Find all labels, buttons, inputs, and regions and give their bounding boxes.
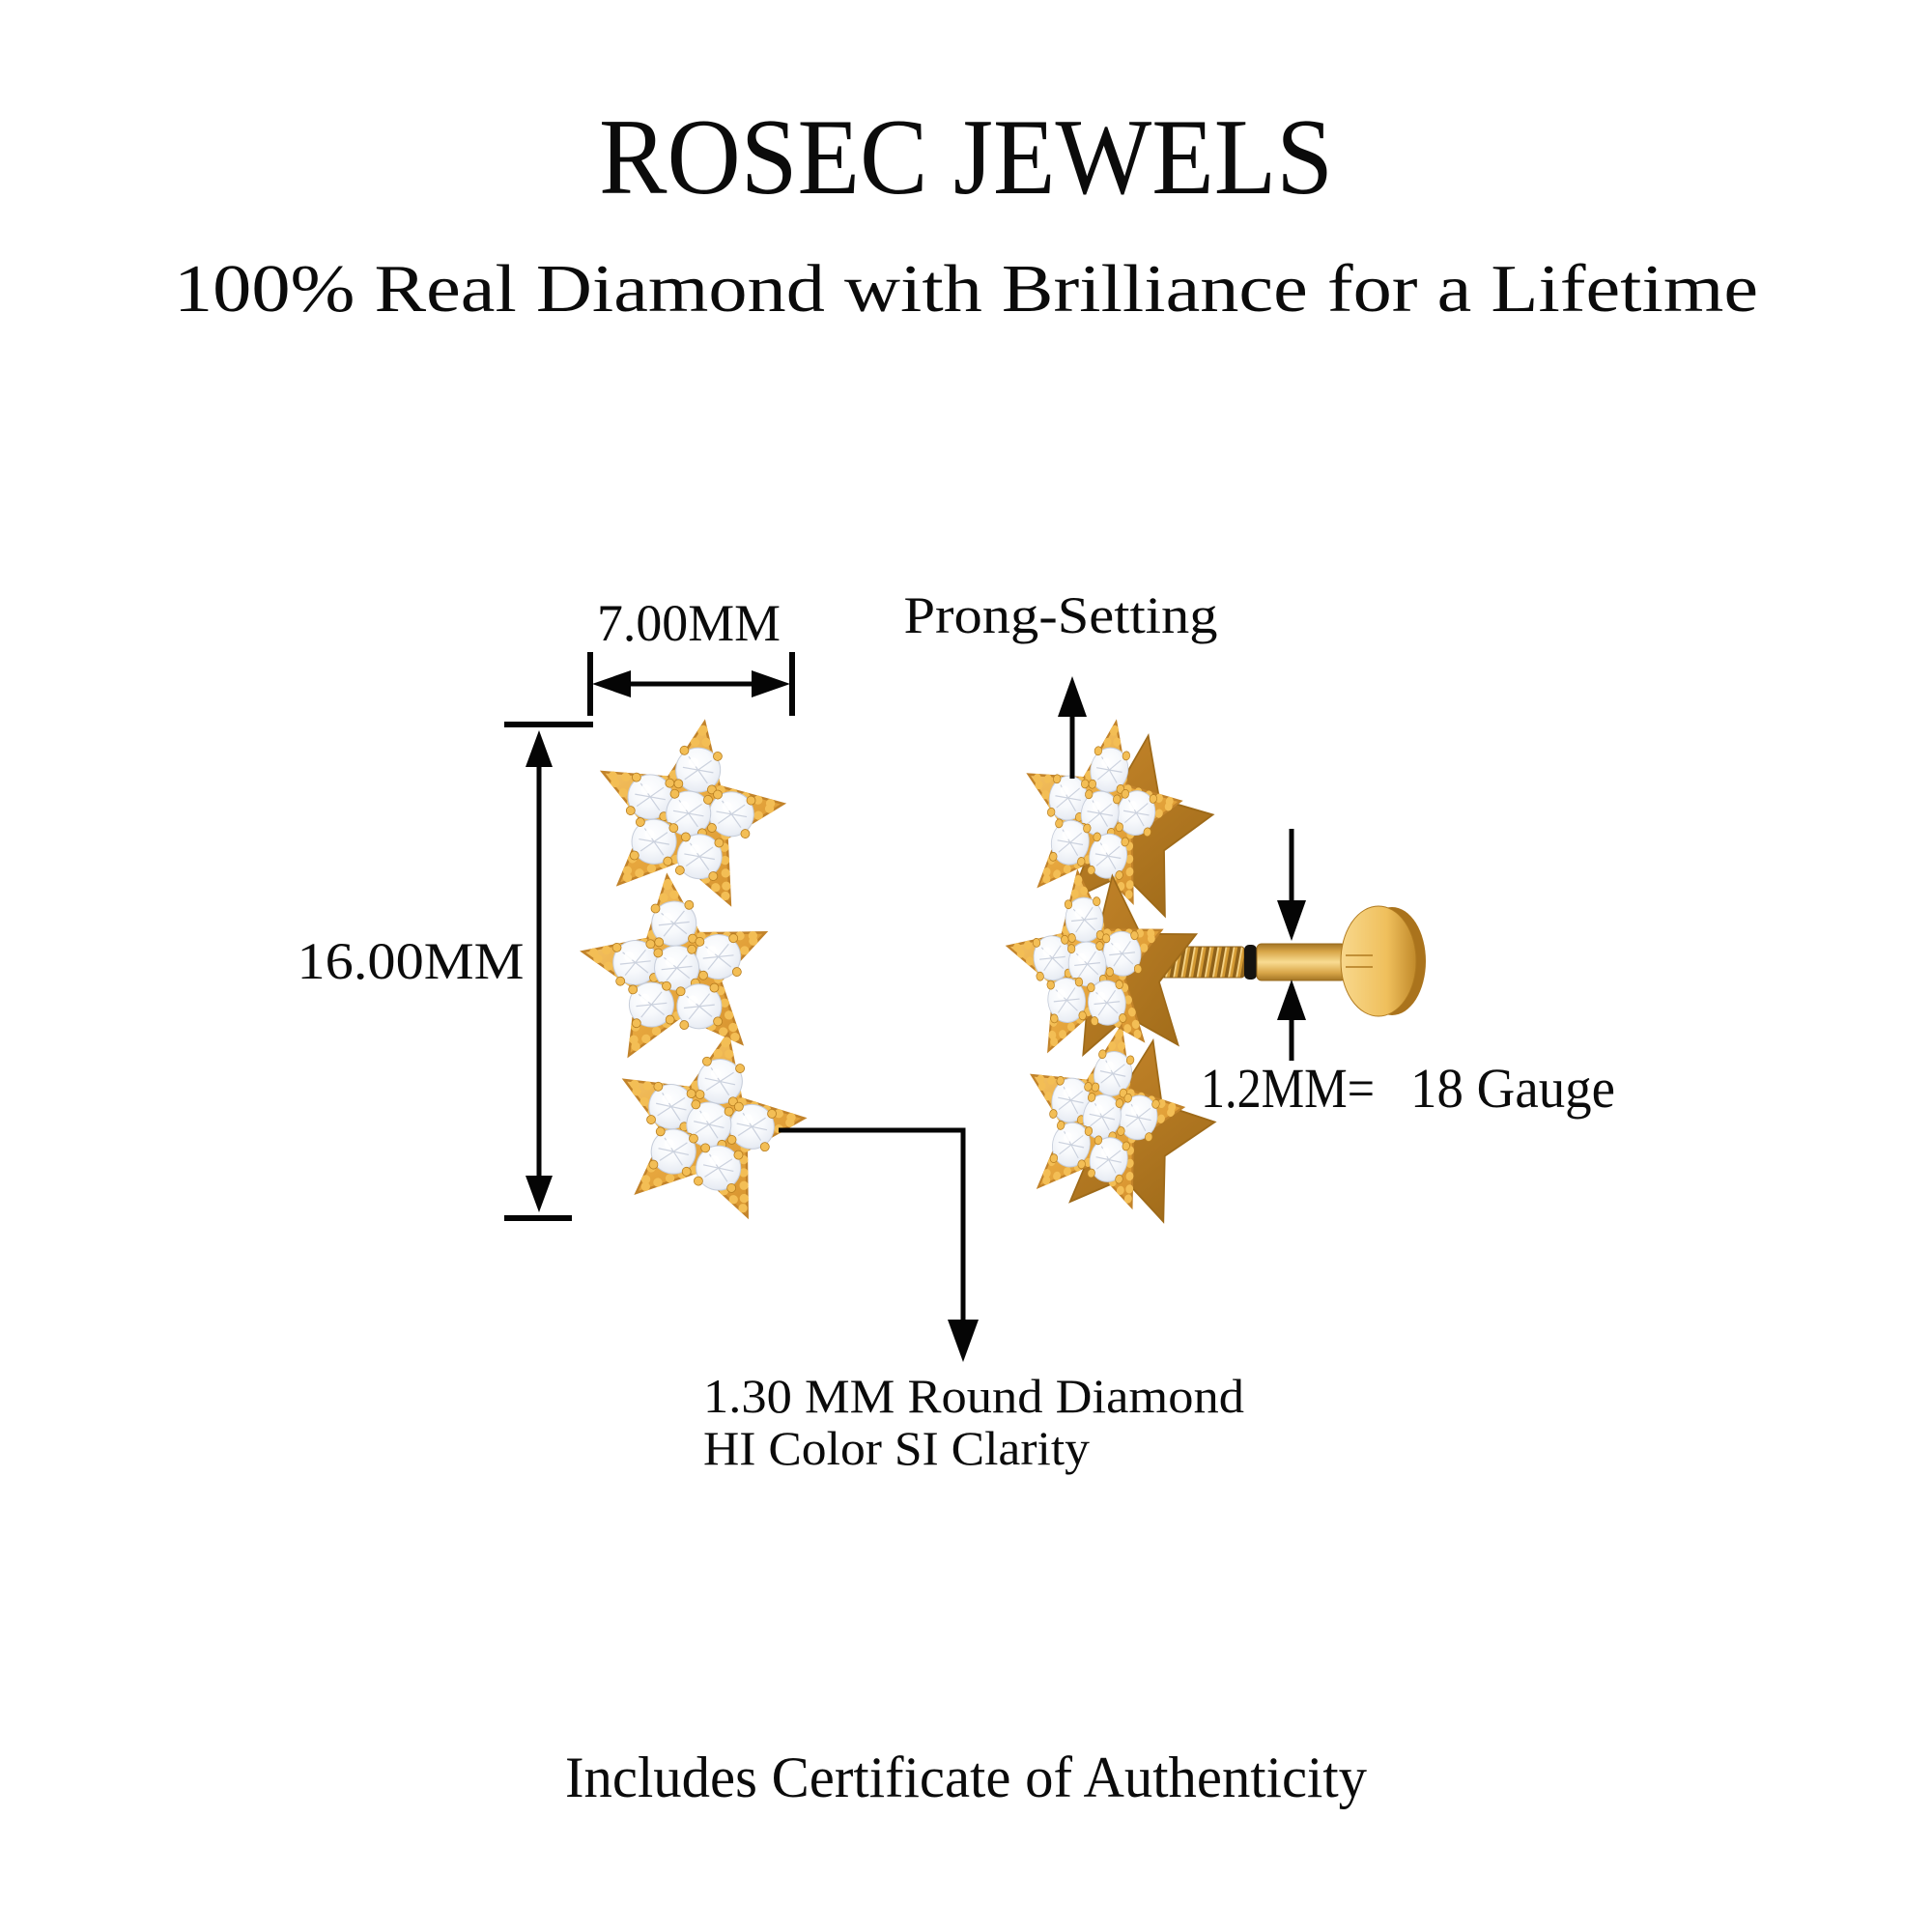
arrow-up-icon bbox=[1277, 980, 1306, 1020]
arrow-left-icon bbox=[592, 670, 631, 697]
side-view-earring bbox=[1001, 709, 1426, 1229]
arrow-right-icon bbox=[752, 670, 790, 697]
gauge-value-label: 1.2MM= bbox=[1201, 1057, 1375, 1120]
disc-groove bbox=[1346, 954, 1373, 968]
arrow-down-icon bbox=[948, 1320, 979, 1362]
certificate-note: Includes Certificate of Authenticity bbox=[565, 1746, 1367, 1809]
prong-setting-callout: Prong-Setting bbox=[904, 586, 1218, 779]
diamond-callout-line bbox=[779, 1127, 966, 1321]
arrow-down-icon bbox=[526, 1176, 553, 1212]
height-dimension-label: 16.00MM bbox=[298, 932, 525, 990]
gauge-name-label: 18 Gauge bbox=[1410, 1057, 1615, 1120]
width-dimension: 7.00MM bbox=[587, 594, 795, 716]
o-ring bbox=[1244, 945, 1257, 980]
brand-tagline: 100% Real Diamond with Brilliance for a … bbox=[174, 252, 1758, 327]
labret-disc bbox=[1340, 905, 1417, 1017]
width-dimension-ticks bbox=[587, 652, 795, 716]
height-dimension: 16.00MM bbox=[298, 722, 593, 1221]
diamond-spec-line2: HI Color SI Clarity bbox=[703, 1421, 1090, 1475]
post-barrel bbox=[1256, 943, 1347, 981]
height-dimension-ticks bbox=[504, 722, 593, 1221]
prong-setting-label: Prong-Setting bbox=[904, 586, 1218, 644]
arrow-down-icon bbox=[1277, 900, 1306, 941]
width-dimension-label: 7.00MM bbox=[597, 594, 781, 652]
diamond-spec-callout: 1.30 MM Round Diamond HI Color SI Clarit… bbox=[703, 1127, 1244, 1475]
arrow-up-icon bbox=[526, 730, 553, 767]
arrow-up-icon bbox=[1058, 676, 1087, 717]
gauge-callout: 1.2MM= 18 Gauge bbox=[1201, 829, 1615, 1120]
diamond-spec-line1: 1.30 MM Round Diamond bbox=[703, 1369, 1244, 1423]
brand-title: ROSEC JEWELS bbox=[599, 98, 1333, 217]
